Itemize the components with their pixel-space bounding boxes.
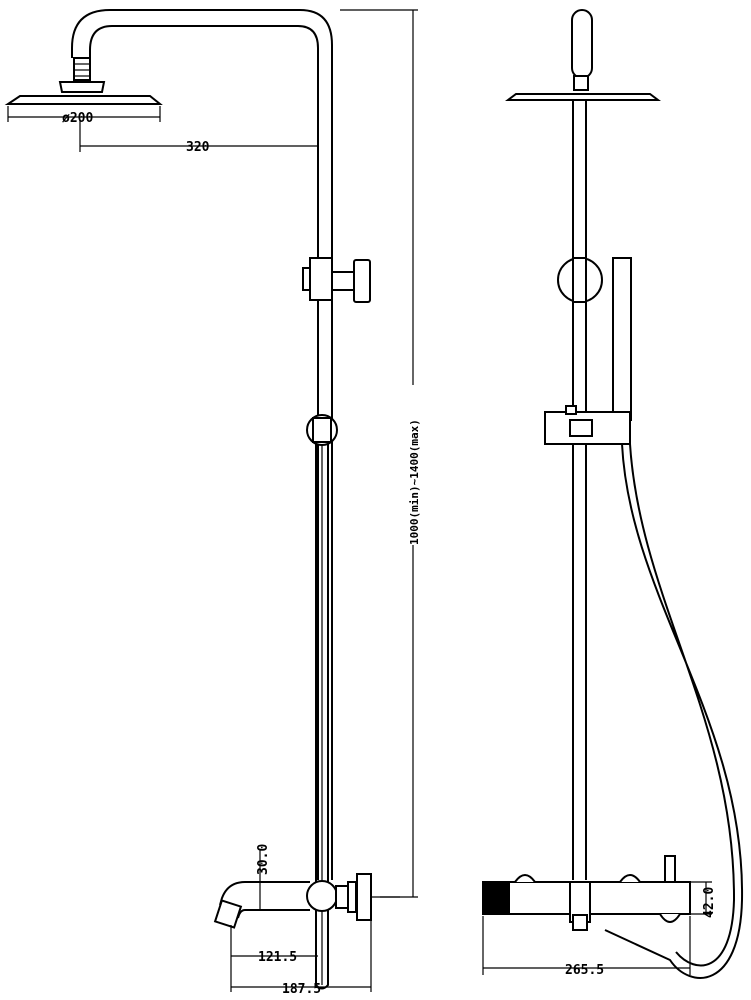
diverter-body (309, 257, 333, 301)
hand-shower (612, 257, 632, 421)
diverter-knob (353, 259, 371, 303)
overhead-arm (71, 9, 333, 60)
spout-height-label: 30.0 (256, 844, 271, 875)
mixer-knob (356, 873, 372, 921)
spout-reach-label: 121.5 (258, 950, 297, 965)
overhead-arm-front (571, 9, 593, 79)
shower-head (4, 95, 163, 105)
mixer-height-label: 42.0 (702, 887, 717, 918)
arm-reach-label: 320 (186, 140, 210, 155)
head-diameter-label: ø200 (62, 111, 93, 126)
total-depth-label: 187.5 (282, 982, 321, 997)
shower-head-front (505, 93, 661, 101)
head-connector (73, 57, 91, 81)
front-view: 42.0 265.5 (482, 9, 744, 979)
side-view: ø200 320 30.0 121.5 187.5 (4, 9, 421, 997)
mixer-body (306, 880, 338, 912)
mixer-lever (664, 855, 676, 883)
height-range-label: 1000(min)~1400(max) (408, 419, 421, 545)
hatched-cap (483, 882, 510, 914)
mixer-width-label: 265.5 (565, 963, 604, 978)
shower-hose (604, 443, 744, 979)
